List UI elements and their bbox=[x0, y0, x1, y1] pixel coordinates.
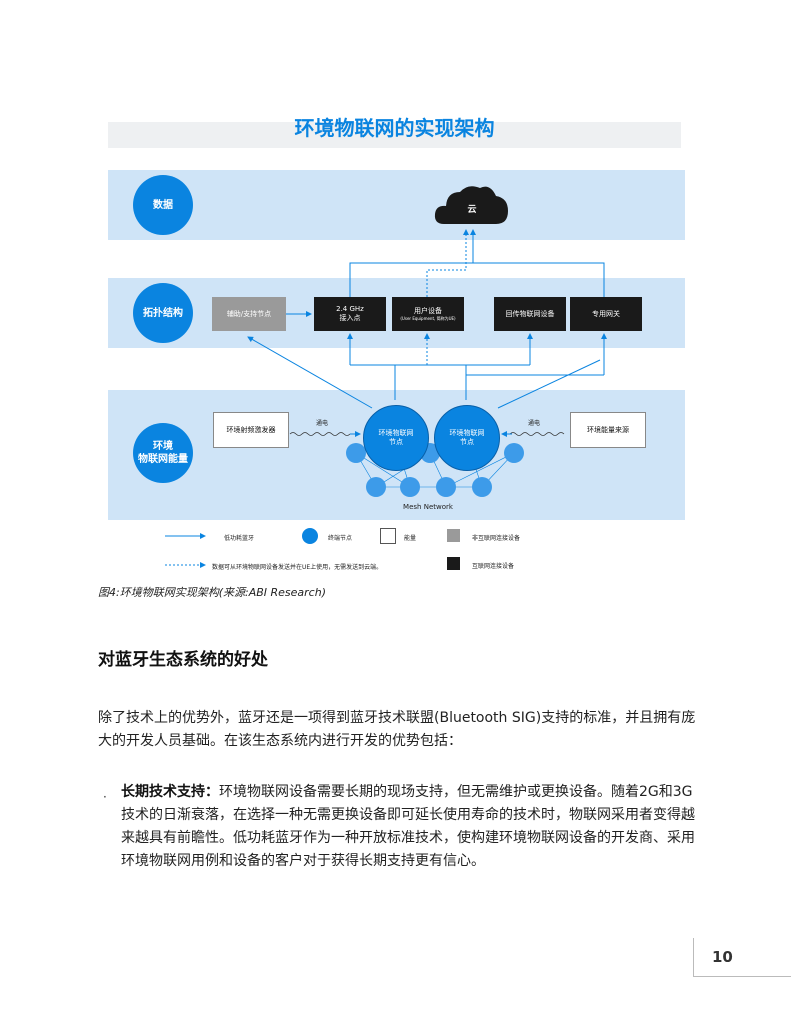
row-label-data: 数据 bbox=[133, 175, 193, 235]
access-point-line1: 2.4 GHz bbox=[336, 305, 364, 313]
legend-non-internet-label: 非互联网连接设备 bbox=[472, 535, 521, 542]
access-point-box: 2.4 GHz 接入点 bbox=[314, 297, 386, 331]
energy-source-box: 环境能量来源 bbox=[570, 412, 646, 448]
aux-node-label: 辅助/支持节点 bbox=[226, 310, 272, 318]
aux-node-box: 辅助/支持节点 bbox=[212, 297, 286, 331]
gateway-box: 专用网关 bbox=[570, 297, 642, 331]
cloud-label: 云 bbox=[467, 205, 477, 215]
legend-dotted-label: 数据可从环境物联网设备发送并在UE上使用，无需发送到云端。 bbox=[212, 564, 383, 571]
legend-energy-label: 能量 bbox=[404, 535, 417, 542]
mesh-node bbox=[400, 477, 420, 497]
bullet-bold-lead: 长期技术支持： bbox=[121, 784, 219, 800]
gateway-label: 专用网关 bbox=[592, 310, 620, 318]
backhaul-device-box: 回传物联网设备 bbox=[494, 297, 566, 331]
user-equipment-box: 用户设备 (User Equipment, 简称为UE) bbox=[392, 297, 464, 331]
cloud-icon bbox=[434, 186, 508, 224]
ue-line1: 用户设备 bbox=[414, 307, 442, 315]
access-point-line2: 接入点 bbox=[339, 314, 361, 322]
mesh-node bbox=[366, 477, 386, 497]
mesh-node bbox=[472, 477, 492, 497]
mesh-node bbox=[346, 443, 366, 463]
bullet-item: 长期技术支持：环境物联网设备需要长期的现场支持，但无需维护或更换设备。随着2G和… bbox=[121, 781, 696, 873]
energy-source-label: 环境能量来源 bbox=[587, 426, 629, 434]
legend-ble-label: 低功耗蓝牙 bbox=[224, 535, 255, 542]
ue-line2: (User Equipment, 简称为UE) bbox=[400, 316, 456, 321]
rf-exciter-box: 环境射频激发器 bbox=[213, 412, 289, 448]
figure-title-bar bbox=[108, 122, 681, 148]
backhaul-label: 回传物联网设备 bbox=[505, 310, 555, 318]
figure-caption: 图4:环境物联网实现架构(来源:ABI Research) bbox=[98, 586, 326, 599]
section-heading: 对蓝牙生态系统的好处 bbox=[98, 650, 268, 670]
iot-node-right: 环境物联网 节点 bbox=[434, 405, 500, 471]
intro-paragraph: 除了技术上的优势外，蓝牙还是一项得到蓝牙技术联盟(Bluetooth SIG)支… bbox=[98, 710, 696, 749]
row-label-topology: 拓扑结构 bbox=[133, 283, 193, 343]
power-label-left: 通电 bbox=[316, 420, 329, 427]
bullet-marker: · bbox=[103, 790, 107, 804]
iot-node-left: 环境物联网 节点 bbox=[363, 405, 429, 471]
power-label-right: 通电 bbox=[528, 420, 541, 427]
row-label-energy: 环境 物联网能量 bbox=[133, 423, 193, 483]
legend-internet-swatch bbox=[447, 557, 460, 570]
legend-internet-label: 互联网连接设备 bbox=[472, 563, 515, 570]
figure-title: 环境物联网的实现架构 bbox=[294, 116, 495, 140]
bullet-body: 环境物联网设备需要长期的现场支持，但无需维护或更换设备。随着2G和3G技术的日渐… bbox=[121, 784, 695, 869]
legend-end-node-label: 终端节点 bbox=[328, 535, 353, 542]
mesh-node bbox=[504, 443, 524, 463]
data-band bbox=[108, 170, 685, 240]
legend-non-internet-swatch bbox=[447, 529, 460, 542]
page-number-box: 10 bbox=[693, 938, 791, 977]
page-number: 10 bbox=[712, 948, 733, 966]
mesh-node bbox=[436, 477, 456, 497]
mesh-network-label: Mesh Network bbox=[403, 503, 453, 511]
legend-energy-swatch bbox=[380, 528, 396, 544]
legend-end-node-swatch bbox=[302, 528, 318, 544]
rf-exciter-label: 环境射频激发器 bbox=[226, 426, 276, 434]
